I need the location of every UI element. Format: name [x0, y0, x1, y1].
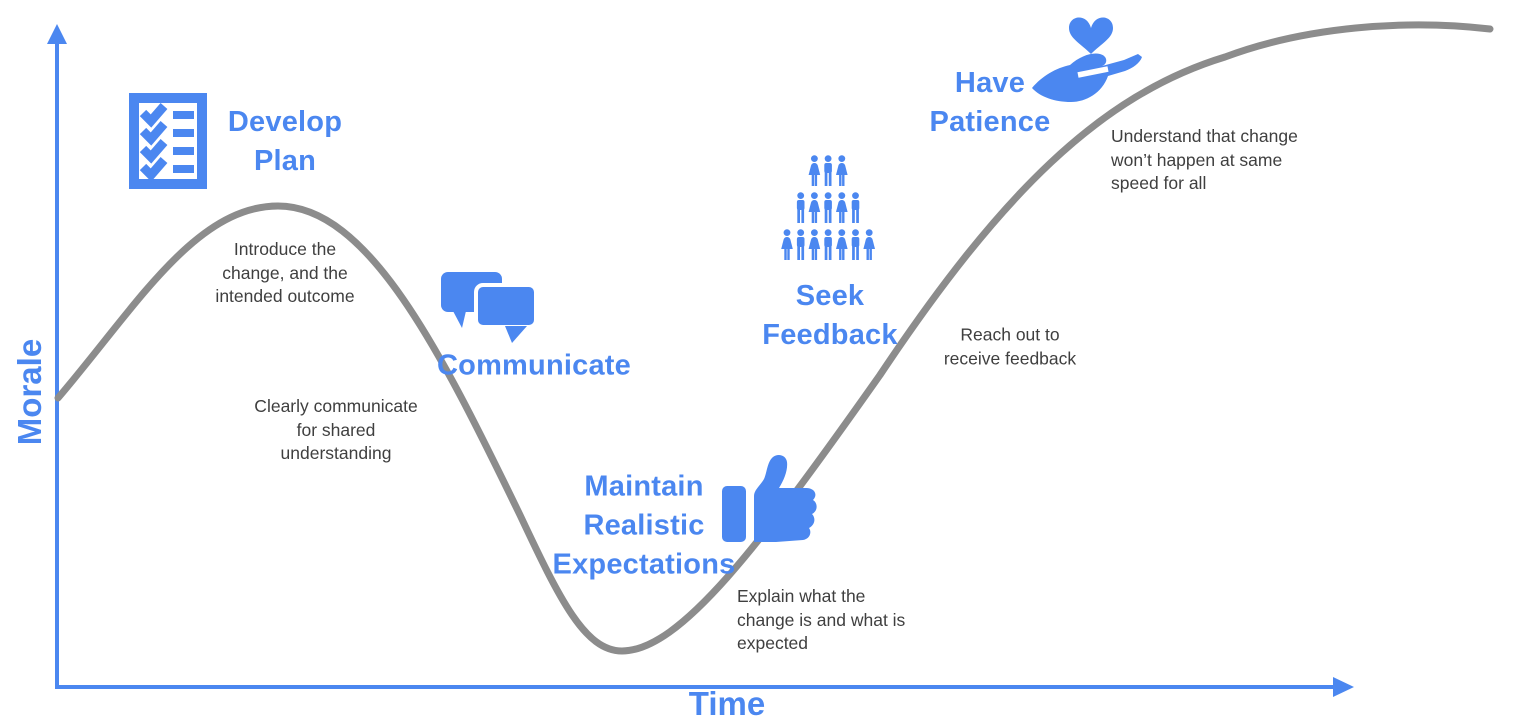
x-axis-label: Time [688, 685, 766, 722]
heart-icon [1069, 17, 1113, 54]
checklist-icon [129, 93, 207, 189]
note-communicate: Clearly communicate for shared understan… [254, 395, 418, 463]
morale-curve [54, 21, 1494, 655]
x-axis-arrowhead-icon [1333, 677, 1354, 697]
note-have-patience: Understand that change won’t happen at s… [1111, 125, 1298, 193]
speech-bubbles-icon [441, 272, 538, 343]
stage-label-maintain-realistic-expectations: Maintain Realistic Expectations [552, 470, 736, 581]
hand-holding-heart-icon [1032, 17, 1142, 102]
y-axis-label: Morale [11, 338, 48, 446]
note-maintain-realistic-expectations: Explain what the change is and what is e… [737, 585, 906, 653]
people-pyramid-icon [781, 155, 875, 260]
thumbs-up-icon [722, 454, 817, 542]
stage-label-develop-plan: Develop Plan [227, 106, 343, 177]
stage-label-have-patience: Have Patience [929, 67, 1051, 138]
open-hand-icon [1032, 53, 1142, 102]
note-develop-plan: Introduce the change, and the intended o… [215, 238, 355, 306]
stage-label-communicate: Communicate [437, 349, 631, 382]
note-seek-feedback: Reach out to receive feedback [943, 324, 1077, 369]
checklist-rows [139, 103, 194, 182]
y-axis-arrowhead-icon [47, 24, 67, 44]
stage-label-seek-feedback: Seek Feedback [762, 280, 898, 351]
